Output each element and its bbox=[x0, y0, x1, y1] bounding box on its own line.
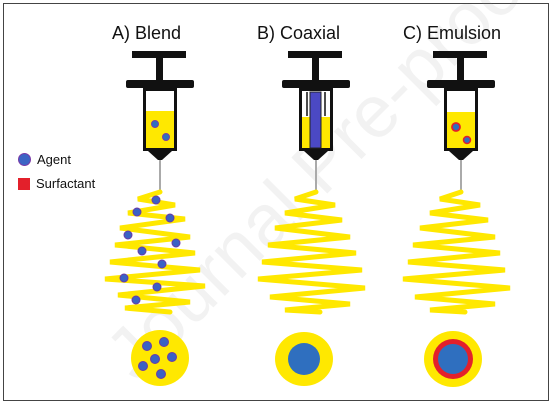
title-coaxial: B) Coaxial bbox=[257, 23, 341, 43]
jet-emulsion bbox=[402, 189, 511, 315]
syringe-emulsion bbox=[427, 51, 495, 190]
legend-agent-label: Agent bbox=[37, 152, 71, 167]
jet-blend bbox=[104, 189, 206, 315]
legend-surfactant-label: Surfactant bbox=[36, 176, 96, 191]
cross-section-coaxial bbox=[275, 332, 333, 386]
cross-section-emulsion bbox=[424, 331, 482, 387]
jet-coaxial bbox=[257, 189, 366, 315]
figure-frame bbox=[3, 3, 549, 401]
surfactant-swatch-icon bbox=[18, 177, 30, 190]
title-emulsion: C) Emulsion bbox=[403, 23, 502, 43]
cross-section-blend bbox=[131, 330, 189, 386]
agent-swatch-icon bbox=[18, 153, 31, 166]
syringe-blend bbox=[126, 51, 194, 190]
legend-surfactant: Surfactant bbox=[18, 176, 95, 191]
syringe-coaxial bbox=[282, 51, 350, 190]
agent-particles-blend bbox=[119, 195, 181, 305]
title-blend: A) Blend bbox=[112, 23, 182, 43]
legend-agent: Agent bbox=[18, 152, 71, 167]
